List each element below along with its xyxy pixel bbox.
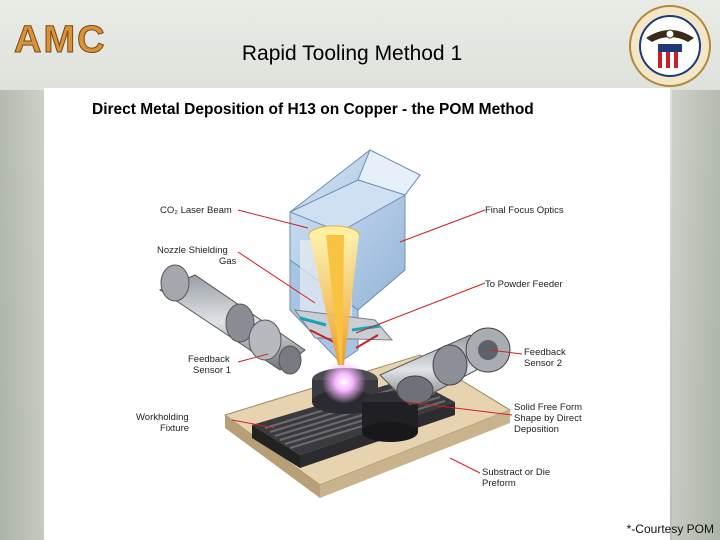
label-feedback-1b: Sensor 1: [193, 365, 231, 376]
label-nozzle-shielding: Nozzle Shielding: [157, 245, 228, 256]
label-solid-free-form-a: Solid Free Form: [514, 402, 582, 413]
feedback-sensor-1: [158, 264, 306, 375]
label-feedback-2b: Sensor 2: [524, 358, 562, 369]
background-photo-left: [0, 90, 44, 540]
leader-lines: [231, 209, 523, 474]
diagram-subtitle: Direct Metal Deposition of H13 on Copper…: [92, 101, 534, 118]
label-feedback-2a: Feedback: [524, 347, 566, 358]
svg-text:AMC: AMC: [14, 19, 107, 58]
background-photo-right: [672, 90, 720, 540]
label-substrate-b: Preform: [482, 478, 516, 489]
dla-seal-icon: [629, 5, 711, 87]
label-solid-free-form-c: Deposition: [514, 424, 559, 435]
label-feedback-1a: Feedback: [188, 354, 230, 365]
label-solid-free-form-b: Shape by Direct: [514, 413, 582, 424]
label-workholding-a: Workholding: [136, 412, 189, 423]
label-workholding-b: Fixture: [160, 423, 189, 434]
deposition-diagram: CO₂ Laser Beam Nozzle Shielding Gas Feed…: [136, 149, 582, 498]
courtesy-note: *-Courtesy POM: [626, 522, 714, 536]
amc-logo: AMC: [14, 19, 107, 59]
label-substrate-a: Substract or Die: [482, 467, 550, 478]
label-nozzle-gas: Gas: [219, 256, 237, 267]
slide-title: Rapid Tooling Method 1: [241, 42, 463, 65]
melt-pool-glow: [322, 360, 366, 404]
laser-beam: [308, 225, 360, 365]
label-co2-laser-beam: CO₂ Laser Beam: [160, 205, 232, 216]
label-powder-feeder: To Powder Feeder: [485, 279, 563, 290]
feedback-sensor-2: [379, 327, 511, 406]
label-final-focus-optics: Final Focus Optics: [485, 205, 564, 216]
